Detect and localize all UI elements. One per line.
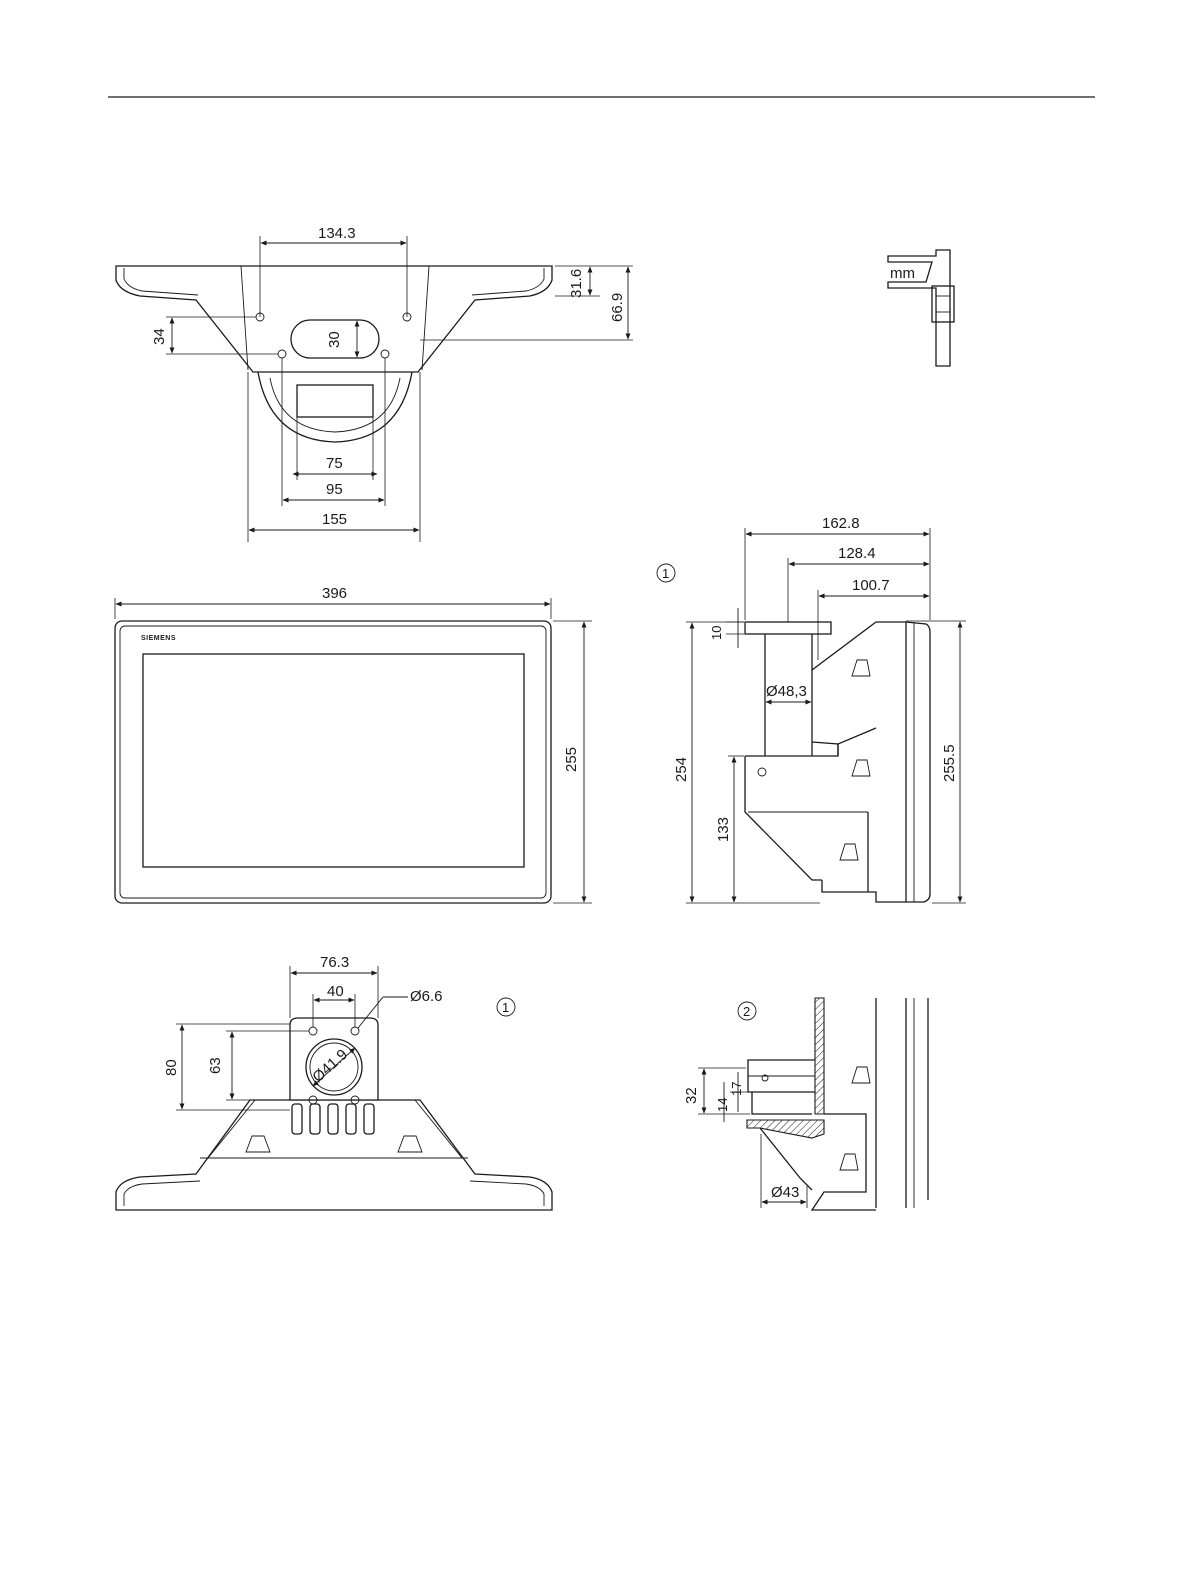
dim-80: 80 [163, 1059, 180, 1076]
dim-14: 14 [715, 1098, 730, 1112]
dim-255-5: 255.5 [941, 744, 958, 782]
dim-396: 396 [322, 585, 347, 602]
dim-30: 30 [326, 331, 343, 348]
top-view: 134.3 31.6 66.9 34 30 75 95 155 [116, 225, 633, 542]
dim-100-7: 100.7 [852, 577, 890, 594]
dim-133: 133 [715, 817, 732, 842]
dim-128-4: 128.4 [838, 545, 876, 562]
cutout-rect [297, 385, 373, 417]
display-area [143, 654, 524, 867]
dim-40: 40 [327, 983, 344, 1000]
svg-text:1: 1 [502, 1000, 509, 1015]
unit-label: mm [890, 265, 915, 282]
dim-134-3: 134.3 [318, 225, 356, 242]
dim-255: 255 [563, 747, 580, 772]
dim-66-9: 66.9 [609, 293, 626, 322]
dim-d48-3: Ø48,3 [766, 683, 807, 700]
dim-155: 155 [322, 511, 347, 528]
dim-162-8: 162.8 [822, 515, 860, 532]
siemens-logo: SIEMENS [141, 635, 176, 642]
dim-95: 95 [326, 481, 343, 498]
dim-34: 34 [151, 328, 168, 345]
dim-75: 75 [326, 455, 343, 472]
dim-32: 32 [683, 1087, 700, 1104]
dim-254: 254 [673, 757, 690, 782]
dim-17: 17 [729, 1082, 744, 1096]
dim-d43: Ø43 [771, 1184, 799, 1201]
svg-text:1: 1 [662, 566, 669, 581]
detail-view: 32 14 17 Ø43 2 [683, 998, 928, 1210]
dim-31-6: 31.6 [568, 269, 585, 298]
dim-d6-6: Ø6.6 [410, 988, 443, 1005]
side-view: 162.8 128.4 100.7 10 Ø48,3 254 133 255.5… [657, 515, 966, 903]
svg-text:2: 2 [743, 1004, 750, 1019]
dim-63: 63 [207, 1057, 224, 1074]
caliper-icon: mm [888, 250, 954, 366]
dim-76-3: 76.3 [320, 954, 349, 971]
front-view: SIEMENS 396 255 [115, 585, 592, 903]
dim-10: 10 [709, 626, 724, 640]
bottom-view: Ø41.9 76.3 40 Ø6.6 80 63 1 [116, 954, 552, 1210]
